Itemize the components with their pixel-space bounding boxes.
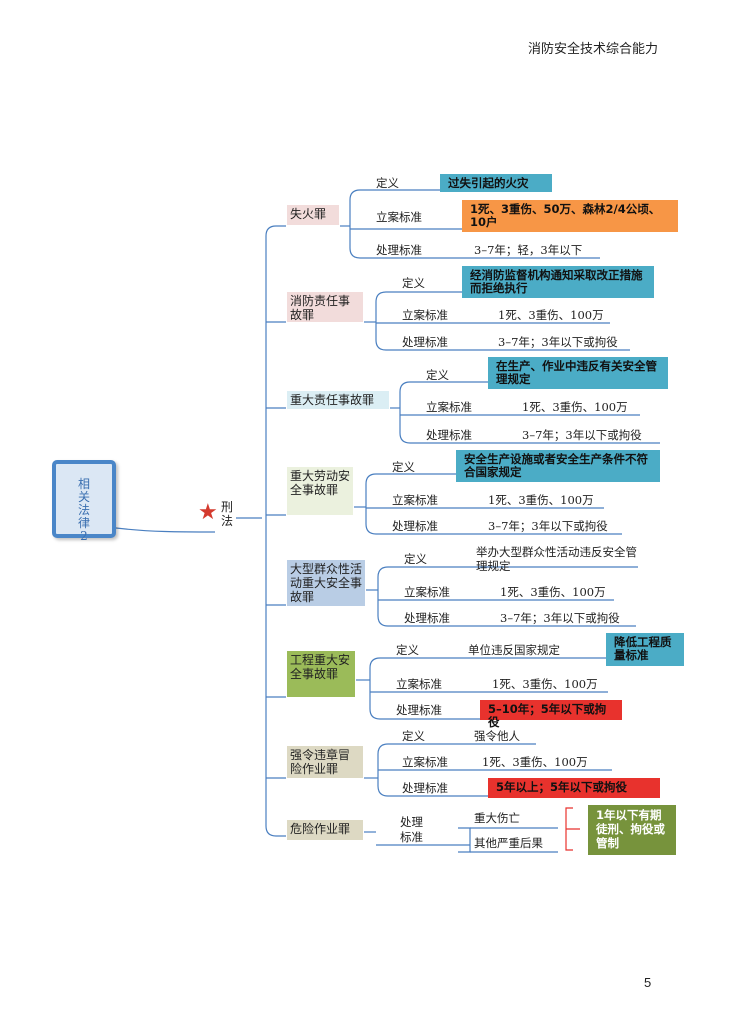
- proc-box[interactable]: 5–10年；5年以下或拘役: [480, 700, 622, 729]
- def-text: 单位违反国家规定: [468, 643, 560, 657]
- std-label: 立案标准: [392, 493, 438, 507]
- proc-label: 处理标准: [404, 611, 450, 625]
- crime-category[interactable]: 消防责任事故罪: [287, 292, 363, 322]
- trunk: [265, 236, 286, 837]
- def-box[interactable]: 过失引起的火灾: [440, 174, 552, 192]
- proc-label: 处理标准: [402, 335, 448, 349]
- std-box[interactable]: 1死、3重伤、50万、森林2/4公顷、10户: [462, 200, 678, 232]
- std-label: 立案标准: [376, 210, 422, 224]
- std-text: 1死、3重伤、100万: [492, 677, 598, 691]
- def-label: 定义: [392, 460, 415, 474]
- root-node[interactable]: 相关法律2: [52, 460, 116, 543]
- std-text: 1死、3重伤、100万: [488, 493, 594, 507]
- trunk-top: [265, 225, 286, 237]
- std-label: 立案标准: [426, 400, 472, 414]
- def-box[interactable]: 安全生产设施或者安全生产条件不符合国家规定: [456, 450, 660, 482]
- proc-text: 3–7年；3年以下或拘役: [488, 519, 608, 533]
- proc-label: 处理标准: [400, 815, 423, 844]
- proc-box[interactable]: 5年以上；5年以下或拘役: [488, 778, 660, 798]
- law-label[interactable]: 刑法: [221, 500, 234, 528]
- def-box[interactable]: 在生产、作业中违反有关安全管理规定: [488, 357, 668, 389]
- proc-label: 处理标准: [392, 519, 438, 533]
- page-header: 消防安全技术综合能力: [528, 42, 659, 57]
- def-label: 定义: [402, 276, 425, 290]
- proc-text: 3–7年；3年以下或拘役: [522, 428, 642, 442]
- root-connector: [115, 527, 216, 533]
- proc-text: 3–7年；3年以下或拘役: [500, 611, 620, 625]
- crime-category[interactable]: 失火罪: [287, 205, 339, 225]
- std-label: 立案标准: [402, 755, 448, 769]
- proc-text: 3–7年；3年以下或拘役: [498, 335, 618, 349]
- page-number: 5: [644, 975, 652, 990]
- def-text: 举办大型群众性活动违反安全管理规定: [476, 545, 637, 573]
- def-label: 定义: [376, 176, 399, 190]
- crime-category[interactable]: 危险作业罪: [287, 820, 363, 840]
- condition-2: 其他严重后果: [474, 836, 543, 850]
- std-text: 1死、3重伤、100万: [500, 585, 606, 599]
- std-text: 1死、3重伤、100万: [498, 308, 604, 322]
- condition-1: 重大伤亡: [474, 811, 520, 825]
- proc-label: 处理标准: [426, 428, 472, 442]
- crime-category[interactable]: 重大责任事故罪: [287, 391, 389, 409]
- proc-label: 处理标准: [376, 243, 422, 257]
- def-label: 定义: [426, 368, 449, 382]
- std-text: 1死、3重伤、100万: [522, 400, 628, 414]
- def-box[interactable]: 经消防监督机构通知采取改正措施而拒绝执行: [462, 266, 654, 298]
- crime-category[interactable]: 重大劳动安全事故罪: [287, 467, 353, 515]
- crime-category[interactable]: 强令违章冒险作业罪: [287, 746, 363, 778]
- std-label: 立案标准: [402, 308, 448, 322]
- star-icon: ★: [198, 500, 218, 525]
- root-label: 相关法律2: [77, 477, 90, 543]
- def-label: 定义: [404, 552, 427, 566]
- def-text: 强令他人: [474, 729, 520, 743]
- crime-category[interactable]: 大型群众性活动重大安全事故罪: [287, 560, 365, 606]
- proc-label: 处理标准: [396, 703, 442, 717]
- crime-category[interactable]: 工程重大安全事故罪: [287, 651, 355, 697]
- def-label: 定义: [402, 729, 425, 743]
- std-label: 立案标准: [396, 677, 442, 691]
- penalty-box[interactable]: 1年以下有期徒刑、拘役或管制: [588, 805, 676, 855]
- def-note-box[interactable]: 降低工程质量标准: [606, 633, 684, 666]
- std-text: 1死、3重伤、100万: [482, 755, 588, 769]
- proc-label: 处理标准: [402, 781, 448, 795]
- proc-text: 3–7年；轻，3年以下: [474, 243, 583, 257]
- std-label: 立案标准: [404, 585, 450, 599]
- bracket: [565, 807, 580, 851]
- def-label: 定义: [396, 643, 419, 657]
